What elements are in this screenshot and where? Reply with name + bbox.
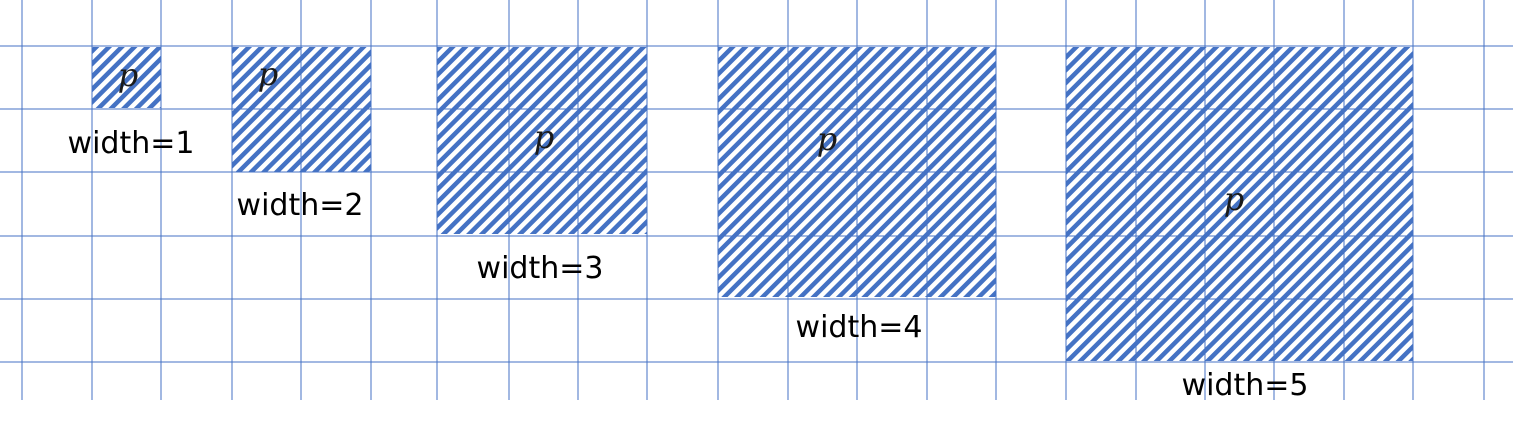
p-marker-width-5: p bbox=[1224, 180, 1244, 218]
hatched-region-width-4 bbox=[718, 47, 996, 297]
block-width-5: p width=5 bbox=[1066, 47, 1413, 403]
p-marker-width-4: p bbox=[817, 120, 837, 158]
block-width-3: p width=3 bbox=[437, 47, 647, 286]
caption-width-1: width=1 bbox=[68, 126, 195, 161]
block-width-2: p width=2 bbox=[232, 47, 371, 223]
p-marker-width-2: p bbox=[258, 55, 278, 93]
hatched-region-width-1 bbox=[92, 47, 161, 108]
hatched-region-width-2 bbox=[232, 47, 371, 172]
caption-width-3: width=3 bbox=[477, 251, 604, 286]
hatched-region-width-5 bbox=[1066, 47, 1413, 361]
caption-width-5: width=5 bbox=[1182, 368, 1309, 403]
p-marker-width-3: p bbox=[534, 118, 554, 156]
block-width-4: p width=4 bbox=[718, 47, 996, 345]
caption-width-2: width=2 bbox=[237, 188, 364, 223]
caption-width-4: width=4 bbox=[796, 310, 923, 345]
hatched-region-width-3 bbox=[437, 47, 647, 234]
p-marker-width-1: p bbox=[118, 56, 138, 94]
block-width-1: p width=1 bbox=[68, 47, 195, 161]
